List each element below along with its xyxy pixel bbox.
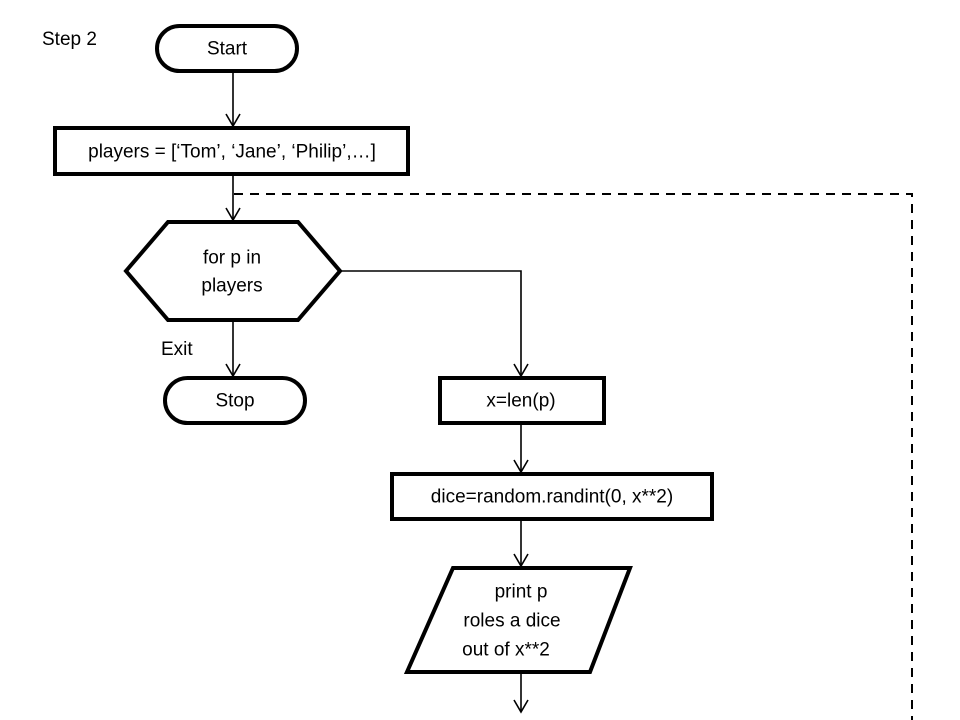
node-start-shape[interactable] [155, 24, 299, 73]
edge-loop-to-xlen [340, 270, 522, 376]
edge-loop-feedback-dashed [234, 193, 913, 720]
arrowhead-printp-to-next [513, 699, 529, 714]
node-printp-shape[interactable] [403, 566, 633, 674]
node-loop-shape[interactable] [123, 220, 343, 322]
node-stop-shape[interactable] [163, 376, 307, 425]
node-xlen-shape[interactable] [438, 376, 606, 425]
node-players-shape[interactable] [53, 126, 410, 176]
node-dice-shape[interactable] [390, 472, 714, 521]
